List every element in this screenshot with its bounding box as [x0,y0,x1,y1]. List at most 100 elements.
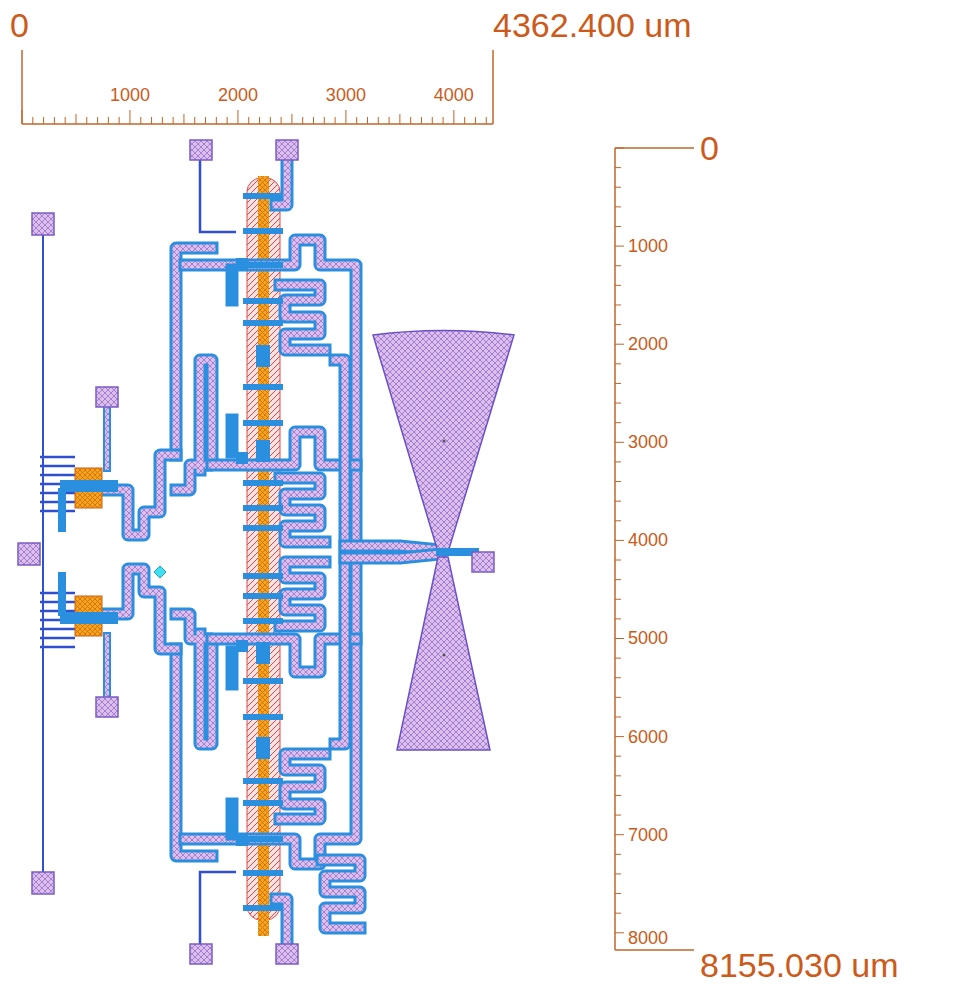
ruler-tick [464,117,465,124]
ruler-tick [281,117,282,124]
ruler-tick [615,618,621,619]
tick-label: 4000 [434,86,474,104]
ruler-tick [43,117,44,124]
ruler-tick [421,117,422,124]
tick-label: 8000 [628,929,668,947]
ruler-tick [291,114,292,124]
ruler-tick [475,117,476,124]
ruler-tick [615,638,624,639]
ruler-tick [615,285,621,286]
ruler-tick [615,265,621,266]
tick-label: 3000 [628,433,668,451]
ruler-tick [615,756,621,757]
ruler-origin: 0 [10,8,29,42]
ruler-length: 8155.030 um [700,948,899,982]
ruler-tick [173,117,174,124]
tick-label: 4000 [628,531,668,549]
ruler-tick [237,110,238,124]
ruler-tick [302,117,303,124]
ruler-tick [615,540,624,541]
tick-label: 2000 [628,335,668,353]
tick-label: 6000 [628,728,668,746]
ruler-end [21,50,23,124]
ruler-tick [615,403,621,404]
ruler-tick [615,304,621,305]
ruler-tick [615,206,621,207]
ruler-tick [615,422,621,423]
ruler-tick [194,117,195,124]
ruler-tick [205,117,206,124]
ruler-end [615,949,694,951]
tick-label: 5000 [628,629,668,647]
ruler-tick [22,110,23,124]
ruler-tick [410,117,411,124]
ruler-line [22,123,493,125]
ruler-tick [615,148,624,149]
ruler-tick [615,697,621,698]
ruler-length: 4362.400 um [493,8,692,42]
tick-label: 7000 [628,826,668,844]
ruler-tick [615,677,621,678]
ruler-tick [615,461,621,462]
tick-label: 1000 [110,86,150,104]
ruler-tick [615,815,621,816]
ruler-tick [615,795,621,796]
ruler-tick [615,932,624,933]
ruler-tick [486,117,487,124]
ruler-tick [615,834,624,835]
ruler-tick [453,110,454,124]
ruler-tick [97,117,98,124]
ruler-tick [615,187,621,188]
ruler-tick [615,324,621,325]
ruler-tick [615,481,621,482]
ruler-tick [119,117,120,124]
ruler-tick [335,117,336,124]
ruler-tick [367,117,368,124]
ruler-tick [615,383,621,384]
tick-label: 2000 [218,86,258,104]
ruler-tick [615,167,621,168]
ruler-tick [615,775,621,776]
ruler-end [492,50,494,124]
ruler-tick [75,114,76,124]
ruler-tick [615,873,621,874]
ruler-tick [615,520,621,521]
ruler-tick [615,736,624,737]
ruler-tick [615,246,624,247]
ruler-end [615,147,694,149]
ruler-tick [615,599,621,600]
ruler-tick [615,442,624,443]
ruler-tick [615,579,621,580]
ruler-tick [615,658,621,659]
ruler-tick [248,117,249,124]
ruler-tick [259,117,260,124]
ruler-tick [313,117,314,124]
ruler-tick [151,117,152,124]
ruler-tick [615,560,621,561]
ruler-tick [270,117,271,124]
ruler-tick [162,117,163,124]
ruler-tick [140,117,141,124]
ruler-tick [615,501,621,502]
ruler-tick [216,117,217,124]
ruler-tick [443,117,444,124]
ruler-tick [615,363,621,364]
ruler-tick [399,114,400,124]
ruler-tick [54,117,55,124]
ruler-tick [356,117,357,124]
tick-label: 3000 [326,86,366,104]
ruler-tick [615,716,621,717]
ruler-tick [32,117,33,124]
ruler-tick [615,893,621,894]
ruler-tick [324,117,325,124]
ruler-tick [432,117,433,124]
ruler-line [614,148,616,950]
ruler-tick [389,117,390,124]
ruler-tick [615,854,621,855]
ruler-tick [345,110,346,124]
ruler-tick [65,117,66,124]
ruler-tick [615,913,621,914]
ruler-tick [129,110,130,124]
